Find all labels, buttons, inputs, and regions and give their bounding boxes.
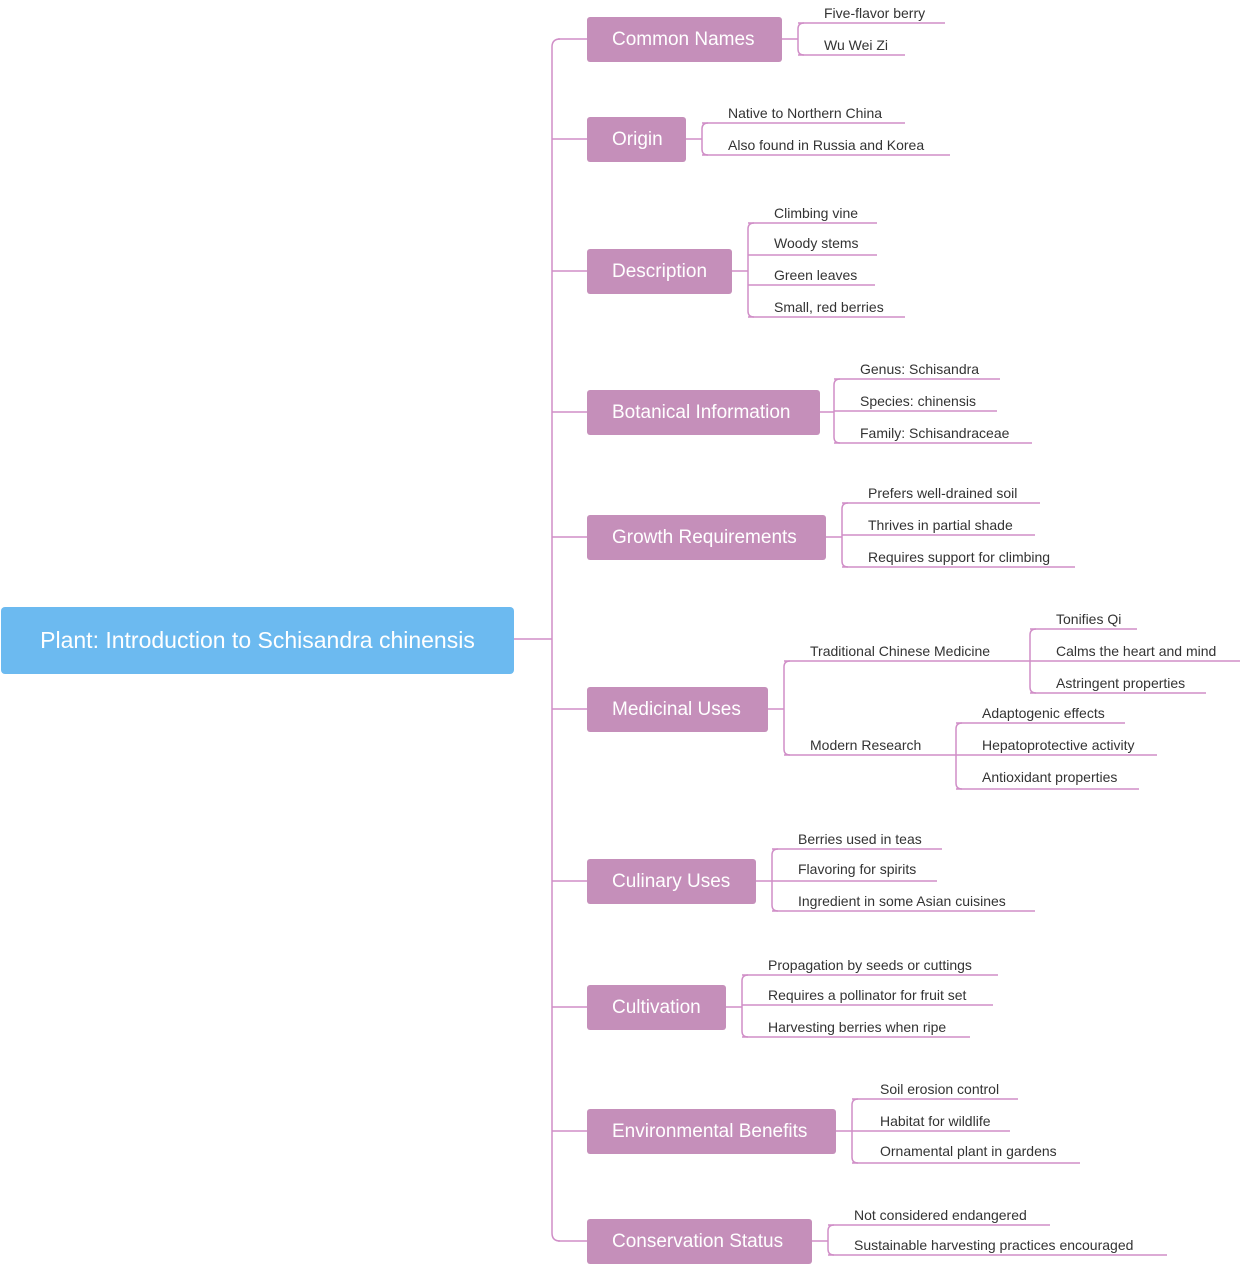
connector-line [551, 38, 561, 1242]
branch-common-names[interactable]: Common Names [587, 17, 782, 62]
branch-origin[interactable]: Origin [587, 117, 686, 162]
leaf-propagation[interactable]: Propagation by seeds or cuttings [768, 957, 972, 973]
leaf-family[interactable]: Family: Schisandraceae [860, 425, 1010, 441]
connector-line [747, 222, 755, 318]
leaf-harvesting-ripe[interactable]: Harvesting berries when ripe [768, 1019, 947, 1035]
connector-line [783, 660, 791, 756]
leaf-habitat-wildlife[interactable]: Habitat for wildlife [880, 1113, 991, 1129]
leaf-green-leaves[interactable]: Green leaves [774, 267, 858, 283]
leaf-pollinator[interactable]: Requires a pollinator for fruit set [768, 987, 967, 1003]
leaf-climbing-vine[interactable]: Climbing vine [774, 205, 859, 221]
leaf-species[interactable]: Species: chinensis [860, 393, 976, 409]
leaf-tonifies-qi[interactable]: Tonifies Qi [1056, 611, 1122, 627]
leaf-russia-korea[interactable]: Also found in Russia and Korea [728, 137, 925, 153]
branch-conservation-status[interactable]: Conservation Status [587, 1219, 812, 1264]
leaf-asian-cuisines[interactable]: Ingredient in some Asian cuisines [798, 893, 1006, 909]
leaf-sustainable-harvesting[interactable]: Sustainable harvesting practices encoura… [854, 1237, 1134, 1253]
leaf-support-climbing[interactable]: Requires support for climbing [868, 549, 1051, 565]
branch-cultivation[interactable]: Cultivation [587, 985, 726, 1030]
connector-line [797, 22, 805, 56]
subtopic-traditional-chinese-medicine[interactable]: Traditional Chinese Medicine [810, 643, 991, 659]
leaf-adaptogenic-effects[interactable]: Adaptogenic effects [982, 705, 1105, 721]
branch-description[interactable]: Description [587, 249, 732, 294]
connector-line [771, 848, 779, 912]
leaf-soil-erosion[interactable]: Soil erosion control [880, 1081, 1000, 1097]
branch-culinary-uses[interactable]: Culinary Uses [587, 859, 756, 904]
branch-medicinal-uses[interactable]: Medicinal Uses [587, 687, 768, 732]
leaf-not-endangered[interactable]: Not considered endangered [854, 1207, 1027, 1223]
connector-line [741, 974, 749, 1038]
leaf-ornamental-plant[interactable]: Ornamental plant in gardens [880, 1143, 1057, 1159]
branch-botanical-information[interactable]: Botanical Information [587, 390, 820, 435]
leaf-five-flavor-berry[interactable]: Five-flavor berry [824, 5, 926, 21]
leaf-small-red-berries[interactable]: Small, red berries [774, 299, 884, 315]
branch-growth-requirements[interactable]: Growth Requirements [587, 515, 826, 560]
leaf-well-drained-soil[interactable]: Prefers well-drained soil [868, 485, 1018, 501]
root-topic[interactable]: Plant: Introduction to Schisandra chinen… [1, 607, 514, 674]
connector-line [827, 1224, 835, 1256]
leaf-antioxidant-properties[interactable]: Antioxidant properties [982, 769, 1118, 785]
connector-line [701, 122, 709, 156]
branch-environmental-benefits[interactable]: Environmental Benefits [587, 1109, 836, 1154]
leaf-astringent-properties[interactable]: Astringent properties [1056, 675, 1186, 691]
connector-line [955, 722, 963, 790]
leaf-calms-heart-mind[interactable]: Calms the heart and mind [1056, 643, 1217, 659]
leaf-flavoring-spirits[interactable]: Flavoring for spirits [798, 861, 917, 877]
subtopic-modern-research[interactable]: Modern Research [810, 737, 922, 753]
leaf-berries-teas[interactable]: Berries used in teas [798, 831, 922, 847]
leaf-wu-wei-zi[interactable]: Wu Wei Zi [824, 37, 889, 53]
leaf-genus[interactable]: Genus: Schisandra [860, 361, 980, 377]
leaf-native-northern-china[interactable]: Native to Northern China [728, 105, 883, 121]
leaf-woody-stems[interactable]: Woody stems [774, 235, 859, 251]
leaf-hepatoprotective-activity[interactable]: Hepatoprotective activity [982, 737, 1135, 753]
leaf-partial-shade[interactable]: Thrives in partial shade [868, 517, 1013, 533]
